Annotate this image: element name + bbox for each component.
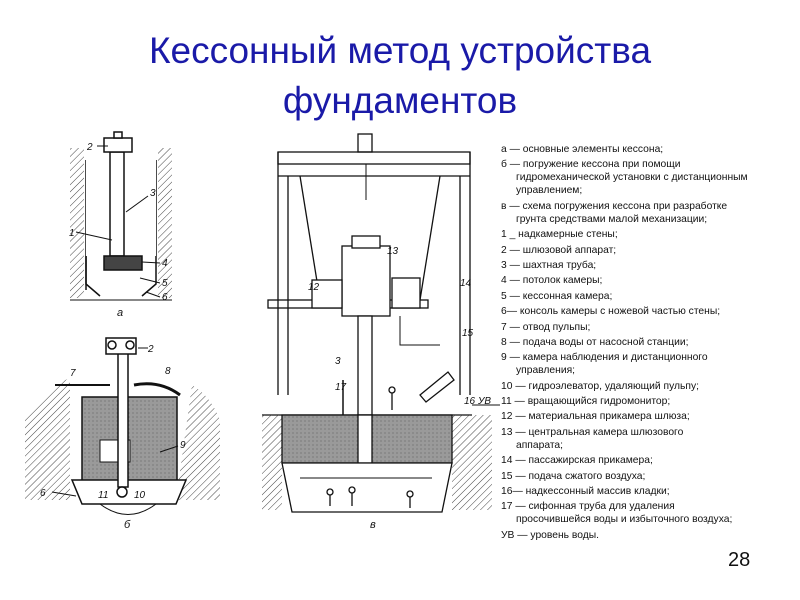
legend-item-text: УВ — уровень воды. (501, 529, 600, 541)
figure-c-label-12: 12 (308, 282, 320, 293)
figure-b-monitor (116, 486, 128, 498)
legend-item-text: 12 — материальная прикамера шлюза; (501, 411, 690, 423)
figure-c-label-3: 3 (335, 356, 341, 367)
legend-item-text: в — схема погружения кессона при разрабо… (501, 200, 728, 212)
legend-item: 6— консоль камеры с ножевой частью стены… (501, 305, 797, 318)
legend-item-text: 2 — шлюзовой аппарат; (501, 244, 617, 256)
legend-item-text: 6— консоль камеры с ножевой частью стены… (501, 306, 721, 318)
figure-c-caption: в (370, 519, 376, 531)
legend-item-text: 14 — пассажирская прикамера; (501, 455, 653, 467)
legend-item-continuation: управления; (516, 365, 576, 377)
figure-a-caption: а (117, 307, 123, 319)
figure-c-label-16: 16 (464, 396, 476, 407)
legend-item-text: 8 — подача воды от насосной станции; (501, 336, 689, 348)
legend-item-text: 1 _ надкамерные стены; (501, 229, 618, 241)
figure-b-ground-left (25, 378, 70, 500)
figure-b-caption: б (124, 519, 131, 531)
figure-a-ground-left (70, 148, 84, 298)
figure-a-labels: 2 3 1 4 5 6 а (69, 142, 168, 319)
figure-a-shaft (109, 151, 125, 257)
legend-list: а — основные элементы кессона; б — погруж… (501, 143, 797, 544)
legend-item-continuation: грунта средствами малой механизации; (516, 213, 708, 225)
figure-b-label-8: 8 (165, 366, 171, 377)
legend-item: 11 — вращающийся гидромонитор; (501, 395, 797, 408)
legend-item: 10 — гидроэлеватор, удаляющий пульпу; (501, 380, 797, 393)
figure-b-shaft (117, 351, 129, 488)
legend-item-text: 7 — отвод пульпы; (501, 321, 591, 333)
figure-b-ground-right (176, 385, 220, 500)
figure-a-ceiling (103, 255, 143, 271)
figure-b-label-6: 6 (40, 488, 46, 499)
figure-a (70, 131, 172, 301)
figure-b (25, 337, 220, 515)
legend-item: 16— надкессонный массив кладки; (501, 485, 797, 498)
figure-c (262, 133, 500, 513)
legend-item-text: 16— надкессонный массив кладки; (501, 486, 670, 498)
legend-item: в — схема погружения кессона при разрабо… (501, 200, 797, 226)
figure-c-label-13: 13 (387, 246, 399, 257)
figure-c-label-14: 14 (460, 278, 472, 289)
legend-item-text: 17 — сифонная труба для удаления (501, 501, 675, 513)
legend-item: а — основные элементы кессона; (501, 143, 797, 156)
figure-b-label-7: 7 (70, 368, 76, 379)
figure-c-labels: 13 12 14 15 3 17 16 УВ в (308, 246, 491, 531)
legend-item: 3 — шахтная труба; (501, 259, 797, 272)
legend-item-text: 4 — потолок камеры; (501, 275, 603, 287)
figure-c-chamber (281, 462, 453, 513)
figure-b-label-10: 10 (134, 490, 146, 501)
legend-item-text: 9 — камера наблюдения и дистанционного (501, 352, 708, 364)
figure-c-central-lock (341, 245, 391, 317)
figure-c-material-lock (311, 279, 343, 309)
figure-c-label-uv: УВ (477, 396, 491, 407)
figure-a-label-2: 2 (86, 142, 93, 153)
legend-item: УВ — уровень воды. (501, 529, 797, 542)
legend-item: 4 — потолок камеры; (501, 274, 797, 287)
figure-c-label-17: 17 (335, 382, 347, 393)
slide-title-line-1: Кессонный метод устройства (148, 30, 652, 71)
figure-b-labels: 2 7 8 9 6 11 10 б (40, 344, 186, 531)
legend-item: 8 — подача воды от насосной станции; (501, 336, 797, 349)
figure-a-label-1: 1 (69, 228, 75, 239)
slide-title: Кессонный метод устройства фундаментов (0, 26, 800, 126)
legend-item-text: б — погружение кессона при помощи (501, 159, 681, 171)
legend-item-text: 15 — подача сжатого воздуха; (501, 470, 646, 482)
page-number: 28 (728, 549, 751, 571)
legend-item-text: 13 — центральная камера шлюзового (501, 426, 684, 438)
figure-b-label-2: 2 (147, 344, 154, 355)
legend-item: 5 — кессонная камера; (501, 290, 797, 303)
legend-item: 2 — шлюзовой аппарат; (501, 244, 797, 257)
legend-item-text: 5 — кессонная камера; (501, 290, 613, 302)
legend-item: 15 — подача сжатого воздуха; (501, 470, 797, 483)
figure-a-label-5: 5 (162, 278, 168, 289)
figure-b-label-11: 11 (98, 490, 108, 501)
legend-item-text: 11 — вращающийся гидромонитор; (501, 396, 671, 408)
legend-item: 1 _ надкамерные стены; (501, 228, 797, 241)
legend-item: 14 — пассажирская прикамера; (501, 454, 797, 467)
legend-item-continuation: гидромеханической установки с дистанцион… (516, 172, 748, 197)
figure-a-lock (103, 137, 133, 153)
figure-b-chamber (70, 479, 188, 505)
figure-b-water-pipe (133, 382, 181, 397)
legend-item-text: 10 — гидроэлеватор, удаляющий пульпу; (501, 380, 699, 392)
legend-item: 7 — отвод пульпы; (501, 321, 797, 334)
figure-c-label-15: 15 (462, 328, 474, 339)
figure-a-label-3: 3 (150, 188, 156, 199)
legend-item-continuation: просочившейся воды и избыточного воздуха… (516, 514, 733, 526)
legend-item-text: а — основные элементы кессона; (501, 144, 664, 155)
figure-b-label-9: 9 (180, 440, 186, 451)
figure-a-label-4: 4 (162, 258, 168, 269)
slide-title-line-2: фундаментов (282, 80, 518, 121)
legend-item: 12 — материальная прикамера шлюза; (501, 410, 797, 423)
figure-a-label-6: 6 (162, 292, 168, 303)
figure-a-ground-right (158, 148, 172, 298)
legend-item-continuation: аппарата; (516, 439, 564, 451)
figure-c-gantry-top (277, 151, 471, 165)
legend-item-text: 3 — шахтная труба; (501, 259, 597, 271)
figure-c-passenger-lock (391, 277, 421, 309)
